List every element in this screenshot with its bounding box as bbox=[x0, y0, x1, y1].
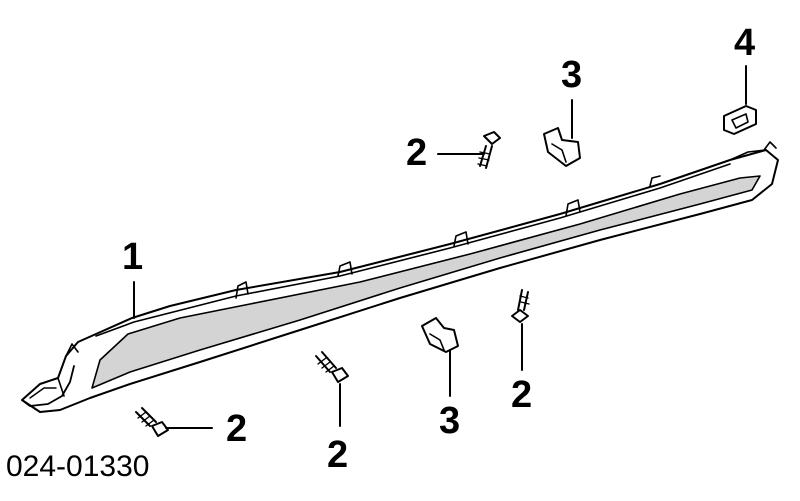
nut bbox=[723, 105, 757, 135]
callout-part-2-lower-left: 2 bbox=[226, 408, 248, 450]
bolt-upper bbox=[477, 131, 501, 169]
callout-part-2-right: 2 bbox=[511, 374, 533, 416]
callout-part-3-lower: 3 bbox=[439, 400, 461, 442]
diagram-code: 024-01330 bbox=[6, 450, 150, 483]
callout-part-2-upper: 2 bbox=[406, 132, 428, 174]
bolt-lower-left bbox=[135, 407, 169, 437]
callout-part-2-center: 2 bbox=[327, 434, 349, 476]
bolt-center-right bbox=[511, 289, 530, 323]
rocker-panel-molding bbox=[21, 141, 779, 413]
clip-lower bbox=[421, 317, 459, 353]
callout-part-4: 4 bbox=[734, 22, 756, 64]
bolt-center-left bbox=[315, 351, 349, 383]
clip-upper bbox=[543, 127, 581, 167]
callout-part-3-upper: 3 bbox=[561, 54, 583, 96]
leader-lines bbox=[133, 65, 747, 429]
callout-part-1: 1 bbox=[122, 236, 144, 278]
